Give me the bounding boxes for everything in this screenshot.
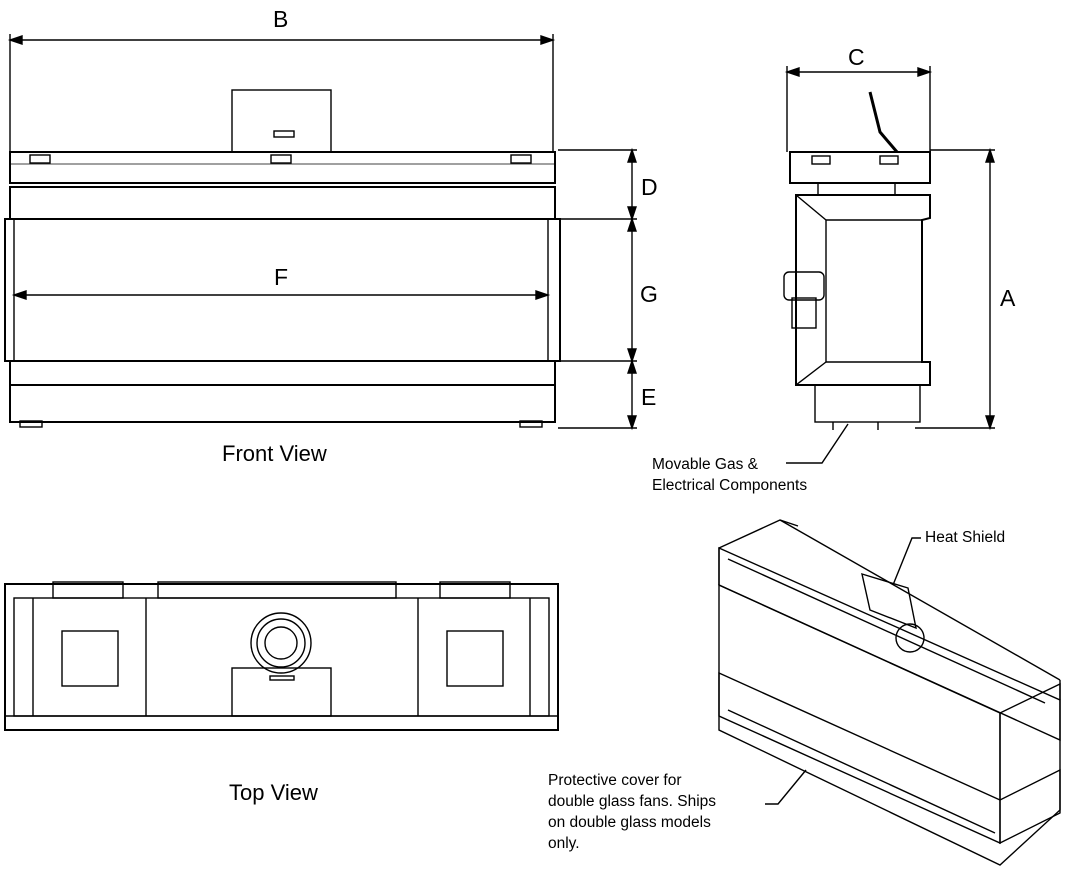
- dimension-d-label: D: [641, 174, 658, 200]
- cover-callout-line-1: Protective cover for: [548, 772, 682, 789]
- top-view-title: Top View: [229, 780, 318, 805]
- side-view-drawing: [783, 66, 995, 464]
- front-view-title: Front View: [222, 441, 327, 466]
- gas-callout-line-1: Movable Gas &: [652, 456, 758, 473]
- cover-callout-line-3: on double glass models: [548, 814, 711, 831]
- top-view-drawing: [4, 581, 559, 731]
- protective-cover-callout: Protective cover for double glass fans. …: [548, 770, 716, 854]
- cover-callout-line-4: only.: [548, 835, 580, 852]
- heat-shield-callout: Heat Shield: [925, 529, 1006, 546]
- isometric-view-drawing: [718, 519, 1061, 866]
- dimension-b-label: B: [273, 6, 289, 32]
- dimension-c-label: C: [848, 44, 865, 70]
- front-view-drawing: [4, 34, 637, 431]
- gas-callout-line-2: Electrical Components: [652, 477, 808, 494]
- dimension-f-label: F: [274, 264, 289, 290]
- dimension-e-label: E: [641, 384, 657, 410]
- cover-callout-line-2: double glass fans. Ships: [548, 793, 717, 810]
- gas-components-callout: Movable Gas & Electrical Components: [652, 454, 807, 496]
- dimension-g-label: G: [640, 281, 658, 307]
- dimension-a-label: A: [1000, 285, 1016, 311]
